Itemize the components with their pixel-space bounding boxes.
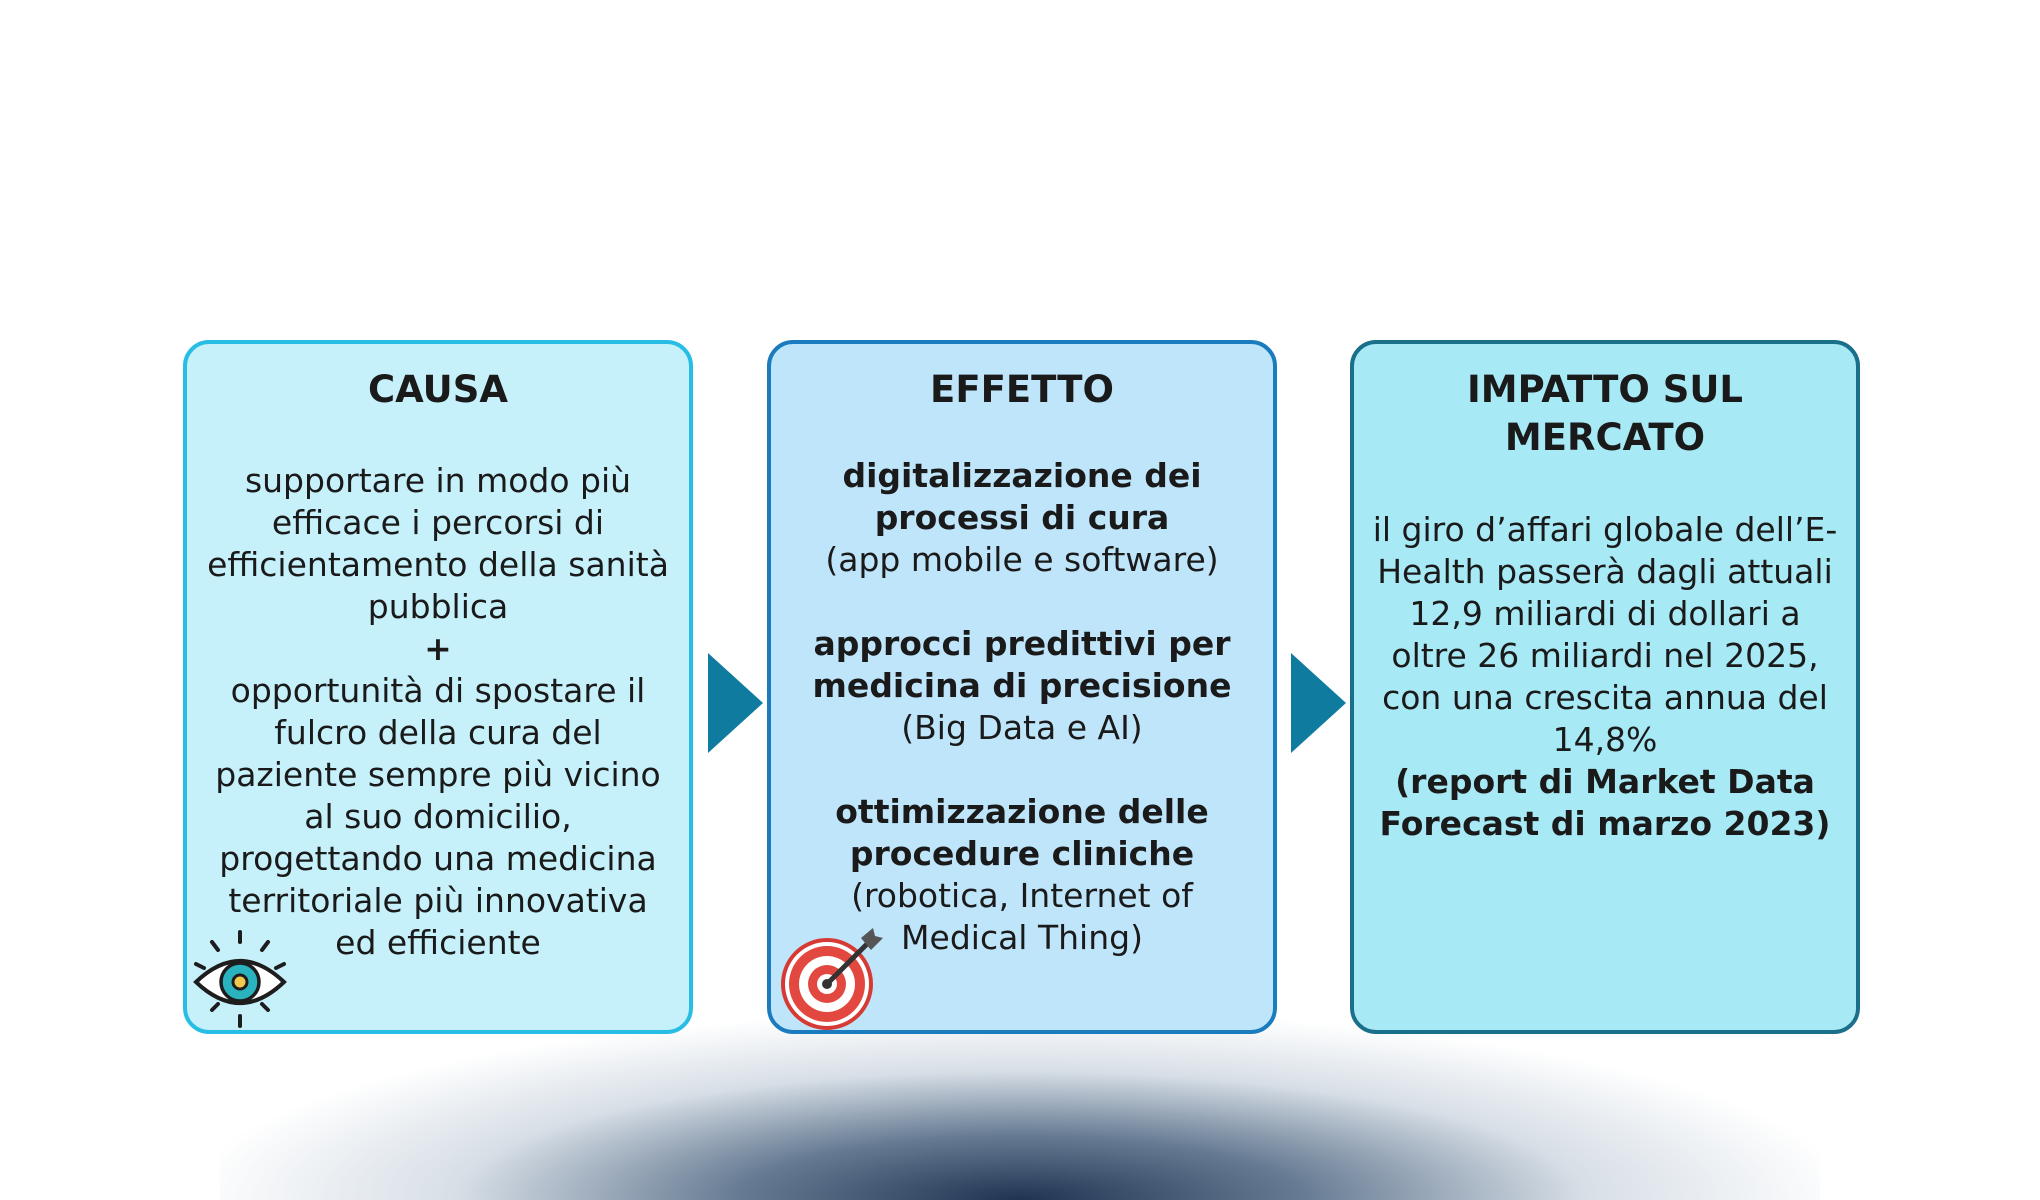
target-icon: [781, 928, 883, 1030]
impatto-text: il giro d’affari globale dell’E-Health p…: [1372, 510, 1838, 759]
impatto-body: il giro d’affari globale dell’E-Health p…: [1372, 509, 1838, 845]
effetto-body: digitalizzazione dei processi di cura (a…: [789, 455, 1255, 959]
effetto-item-detail: (robotica, Internet of Medical Thing): [851, 876, 1193, 957]
effetto-item-heading: ottimizzazione delle procedure cliniche: [835, 792, 1209, 873]
causa-title: CAUSA: [368, 368, 508, 411]
arrow-right-icon: [708, 653, 763, 753]
impatto-source: (report di Market Data Forecast di marzo…: [1379, 762, 1831, 843]
causa-text-2: opportunità di spostare il fulcro della …: [215, 671, 661, 962]
causa-body: supportare in modo più efficace i percor…: [205, 460, 671, 964]
causa-text-1: supportare in modo più efficace i percor…: [207, 461, 669, 626]
effetto-item: digitalizzazione dei processi di cura (a…: [789, 455, 1255, 581]
impatto-card: IMPATTO SUL MERCATO il giro d’affari glo…: [1350, 340, 1860, 1034]
effetto-item-heading: digitalizzazione dei processi di cura: [842, 456, 1202, 537]
effetto-item-detail: (Big Data e AI): [901, 708, 1143, 747]
causa-card: CAUSA supportare in modo più efficace i …: [183, 340, 693, 1034]
effetto-title: EFFETTO: [930, 368, 1114, 411]
eye-icon: [193, 930, 287, 1028]
bottom-gradient-glow: [220, 1010, 1820, 1200]
effetto-item-detail: (app mobile e software): [825, 540, 1219, 579]
effetto-card: EFFETTO digitalizzazione dei processi di…: [767, 340, 1277, 1034]
causa-plus: +: [424, 629, 452, 668]
effetto-item: approcci predittivi per medicina di prec…: [789, 623, 1255, 749]
arrow-right-icon: [1291, 653, 1346, 753]
effetto-item-heading: approcci predittivi per medicina di prec…: [812, 624, 1232, 705]
effetto-item: ottimizzazione delle procedure cliniche …: [789, 791, 1255, 959]
impatto-title: IMPATTO SUL MERCATO: [1466, 368, 1743, 459]
